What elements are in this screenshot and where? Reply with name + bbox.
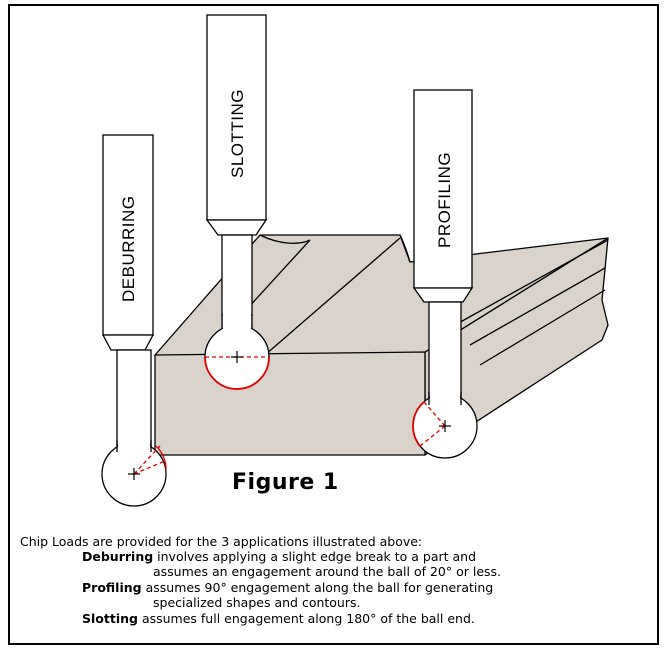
slotting-desc: assumes full engagement along 180° of th…	[137, 611, 475, 626]
deburring-shank	[102, 134, 154, 336]
deburring-label: DEBURRING	[119, 195, 138, 302]
deburring-neck	[116, 349, 152, 446]
profiling-center-cross	[439, 420, 451, 432]
profiling-desc-1: assumes 90° engagement along the ball fo…	[141, 580, 494, 595]
caption-slotting-line: Slotting assumes full engagement along 1…	[82, 611, 475, 626]
deburring-tool	[101, 134, 167, 507]
profiling-engagement	[412, 401, 446, 447]
deburring-center-cross	[128, 468, 140, 480]
deburring-desc-1: involves applying a slight edge break to…	[153, 549, 477, 564]
slotting-center-cross	[231, 351, 243, 363]
caption-profiling-line-2: specialized shapes and contours.	[153, 595, 361, 610]
deburring-taper	[101, 334, 155, 351]
profiling-term: Profiling	[82, 580, 142, 595]
block-front-face	[154, 351, 426, 456]
slotting-neck	[221, 234, 253, 316]
slotting-shank	[206, 14, 267, 221]
caption-intro: Chip Loads are provided for the 3 applic…	[20, 534, 423, 549]
deburring-term: Deburring	[82, 549, 154, 564]
profiling-neck	[428, 301, 462, 398]
profiling-taper	[412, 287, 474, 303]
slotting-term: Slotting	[82, 611, 138, 626]
caption-profiling-line-1: Profiling assumes 90° engagement along t…	[82, 580, 493, 595]
profiling-label: PROFILING	[435, 152, 454, 248]
figure-title: Figure 1	[232, 470, 339, 495]
caption-deburring-line-2: assumes an engagement around the ball of…	[153, 564, 502, 579]
slotting-tool	[204, 14, 270, 390]
deburring-engagement	[133, 445, 167, 475]
slotting-taper	[205, 219, 268, 236]
slotting-label: SLOTTING	[228, 89, 247, 178]
figure-frame	[8, 4, 659, 645]
caption-deburring-line-1: Deburring involves applying a slight edg…	[82, 549, 476, 564]
